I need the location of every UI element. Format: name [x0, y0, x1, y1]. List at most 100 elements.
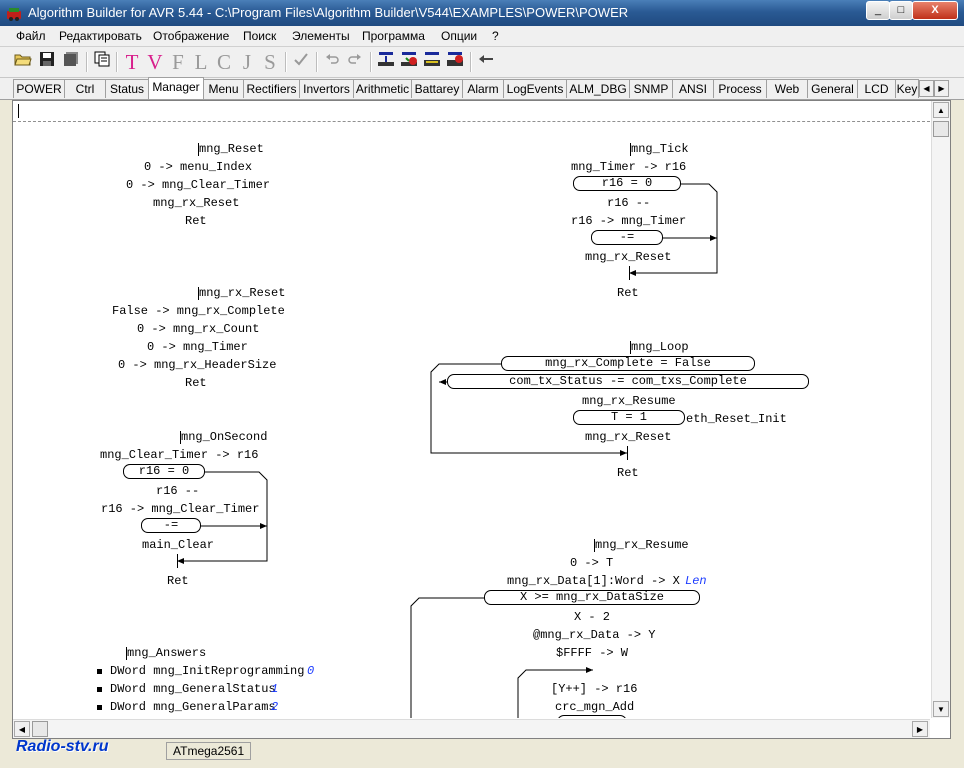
statement[interactable]: mng_Timer -> r16 — [571, 160, 687, 174]
statement[interactable]: crc_mgn_Add — [555, 700, 635, 714]
tab-arithmetic[interactable]: Arithmetic — [353, 79, 412, 98]
tab-web[interactable]: Web — [766, 79, 808, 98]
statement[interactable]: [Y++] -> r16 — [551, 682, 638, 696]
compile-run-icon[interactable] — [398, 51, 420, 73]
vertical-scroll-thumb[interactable] — [933, 121, 949, 137]
tab-process[interactable]: Process — [713, 79, 767, 98]
program-run-icon[interactable] — [444, 51, 466, 73]
statement[interactable]: mng_rx_Resume — [582, 394, 676, 408]
tab-scroll-left-icon[interactable]: ◀ — [919, 80, 934, 97]
jump-label[interactable]: eth_Reset_Init — [686, 412, 787, 426]
statement[interactable]: r16 -- — [156, 484, 200, 498]
save-all-icon[interactable] — [60, 51, 82, 73]
label-mng-onsecond[interactable]: mng_OnSecond — [181, 430, 268, 444]
scroll-down-icon[interactable]: ▼ — [933, 701, 949, 717]
statement[interactable]: 0 -> mng_rx_Count — [137, 322, 260, 336]
statement[interactable]: mng_rx_Reset — [585, 250, 672, 264]
menu-options[interactable]: Опции — [441, 29, 478, 43]
menu-program[interactable]: Программа — [362, 29, 425, 43]
condition-box[interactable] — [557, 715, 627, 718]
condition-box[interactable]: -= — [141, 518, 201, 533]
toolbar-letter-l[interactable]: L — [194, 50, 208, 74]
toolbar-letter-j[interactable]: J — [242, 50, 252, 74]
back-arrow-icon[interactable] — [475, 51, 497, 73]
tab-rectifiers[interactable]: Rectifiers — [243, 79, 300, 98]
close-button[interactable]: X — [912, 1, 958, 20]
tab-general[interactable]: General — [807, 79, 858, 98]
horizontal-scroll-thumb[interactable] — [32, 721, 48, 737]
tab-menu[interactable]: Menu — [203, 79, 244, 98]
statement[interactable]: @mng_rx_Data -> Y — [533, 628, 656, 642]
tab-invertors[interactable]: Invertors — [299, 79, 354, 98]
statement[interactable]: 0 -> menu_Index — [144, 160, 253, 174]
algorithm-canvas[interactable]: mng_Reset 0 -> menu_Index 0 -> mng_Clear… — [13, 121, 930, 718]
data-declaration[interactable]: DWord mng_GeneralStatus — [110, 682, 276, 696]
redo-icon[interactable] — [344, 51, 366, 73]
scroll-up-icon[interactable]: ▲ — [933, 102, 949, 118]
condition-box[interactable]: -= — [591, 230, 663, 245]
return-statement[interactable]: Ret — [185, 376, 207, 390]
tab-ctrl[interactable]: Ctrl — [64, 79, 106, 98]
condition-box[interactable]: r16 = 0 — [123, 464, 205, 479]
toolbar-letter-v[interactable]: V — [147, 50, 163, 74]
tab-scroll-right-icon[interactable]: ▶ — [934, 80, 949, 97]
menu-edit[interactable]: Редактировать — [59, 29, 142, 43]
return-statement[interactable]: Ret — [617, 286, 639, 300]
program-icon[interactable] — [421, 51, 443, 73]
statement[interactable]: 0 -> T — [570, 556, 614, 570]
statement[interactable]: r16 -> mng_Clear_Timer — [101, 502, 260, 516]
data-declaration[interactable]: DWord mng_InitReprogramming — [110, 664, 305, 678]
statement[interactable]: X - 2 — [574, 610, 611, 624]
tab-logevents[interactable]: LogEvents — [503, 79, 567, 98]
statement[interactable]: r16 -> mng_Timer — [571, 214, 687, 228]
vertical-scrollbar[interactable]: ▲ ▼ — [931, 101, 950, 718]
tab-manager[interactable]: Manager — [148, 77, 204, 99]
menu-view[interactable]: Отображение — [153, 29, 230, 43]
undo-icon[interactable] — [321, 51, 343, 73]
toolbar-letter-c[interactable]: C — [216, 50, 231, 74]
scroll-right-icon[interactable]: ▶ — [912, 721, 928, 737]
toolbar-letter-f[interactable]: F — [172, 50, 184, 74]
tab-ansi[interactable]: ANSI — [672, 79, 714, 98]
tab-battarey[interactable]: Battarey — [411, 79, 463, 98]
maximize-button[interactable]: □ — [889, 1, 913, 20]
compile-icon[interactable] — [375, 51, 397, 73]
data-declaration[interactable]: DWord mng_GeneralParams — [110, 700, 276, 714]
statement[interactable]: 0 -> mng_Clear_Timer — [126, 178, 271, 192]
label-mng-loop[interactable]: mng_Loop — [631, 340, 689, 354]
tab-key[interactable]: Key — [895, 79, 919, 98]
tab-lcd[interactable]: LCD — [857, 79, 896, 98]
scroll-left-icon[interactable]: ◀ — [14, 721, 30, 737]
return-statement[interactable]: Ret — [167, 574, 189, 588]
label-mng-tick[interactable]: mng_Tick — [631, 142, 689, 156]
minimize-button[interactable]: _ — [866, 1, 890, 20]
tab-power[interactable]: POWER — [13, 79, 65, 98]
label-mng-reset[interactable]: mng_Reset — [199, 142, 264, 156]
menu-file[interactable]: Файл — [16, 29, 46, 43]
statement[interactable]: r16 -- — [607, 196, 651, 210]
edit-line[interactable] — [13, 101, 930, 122]
condition-box[interactable]: r16 = 0 — [573, 176, 681, 191]
tab-alarm[interactable]: Alarm — [462, 79, 504, 98]
menu-help[interactable]: ? — [492, 29, 499, 43]
statement[interactable]: mng_rx_Data[1]:Word -> X — [507, 574, 680, 588]
copy-window-icon[interactable] — [91, 51, 113, 73]
statement[interactable]: mng_rx_Reset — [153, 196, 240, 210]
tab-status[interactable]: Status — [105, 79, 149, 98]
menu-elements[interactable]: Элементы — [292, 29, 350, 43]
condition-box[interactable]: mng_rx_Complete = False — [501, 356, 755, 371]
label-mng-answers[interactable]: mng_Answers — [127, 646, 207, 660]
statement[interactable]: False -> mng_rx_Complete — [112, 304, 285, 318]
tab-alm-dbg[interactable]: ALM_DBG — [566, 79, 630, 98]
condition-box[interactable]: X >= mng_rx_DataSize — [484, 590, 700, 605]
return-statement[interactable]: Ret — [185, 214, 207, 228]
algorithm-editor[interactable]: mng_Reset 0 -> menu_Index 0 -> mng_Clear… — [12, 100, 951, 739]
toolbar-letter-t[interactable]: T — [125, 50, 139, 74]
label-mng-rx-reset[interactable]: mng_rx_Reset — [199, 286, 286, 300]
statement[interactable]: mng_rx_Reset — [585, 430, 672, 444]
statement[interactable]: 0 -> mng_rx_HeaderSize — [118, 358, 277, 372]
statement[interactable]: mng_Clear_Timer -> r16 — [100, 448, 259, 462]
save-icon[interactable] — [36, 51, 58, 73]
return-statement[interactable]: Ret — [617, 466, 639, 480]
statement[interactable]: 0 -> mng_Timer — [147, 340, 248, 354]
